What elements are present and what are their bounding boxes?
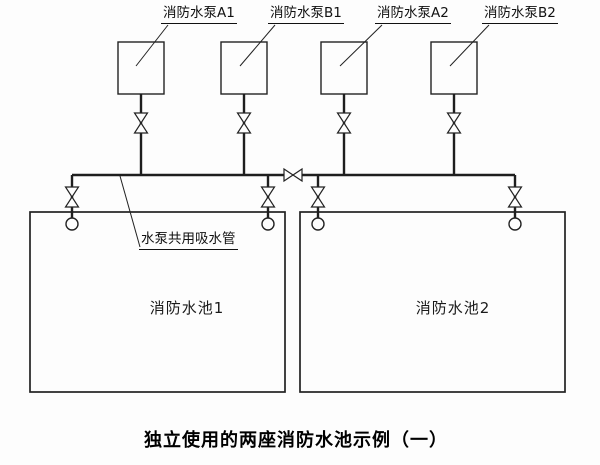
tank-1-outline <box>29 211 286 393</box>
gate-valve-bowtie-icon <box>507 186 523 199</box>
pump-boxes <box>117 41 478 95</box>
suction-valves <box>64 186 523 208</box>
tank-1-label: 消防水池1 <box>149 299 225 317</box>
suction-inlet-circle-icon <box>311 217 325 231</box>
suction-inlet-circle-icon <box>508 217 522 231</box>
gate-valve-bowtie-icon <box>310 186 326 199</box>
gate-valve-bowtie-icon <box>507 195 523 208</box>
gate-valve-bowtie-icon <box>260 195 276 208</box>
pipe-label-leader-line <box>119 175 141 248</box>
tanks <box>29 211 566 393</box>
pump-a2-label: 消防水泵A2 <box>375 5 451 25</box>
gate-valve-bowtie-icon <box>236 112 252 125</box>
gate-valve-bowtie-icon <box>336 121 352 134</box>
pump-b2-label: 消防水泵B2 <box>482 5 558 25</box>
pump-a1-label: 消防水泵A1 <box>161 5 237 25</box>
pump-b2-leader-line <box>449 24 490 67</box>
gate-valve-bowtie-icon <box>446 112 462 125</box>
diagram-caption: 独立使用的两座消防水池示例（一） <box>144 430 448 451</box>
gate-valve-bowtie-icon <box>310 195 326 208</box>
gate-valve-bowtie-icon <box>133 121 149 134</box>
suction-inlets <box>65 217 522 231</box>
tank-2-label: 消防水池2 <box>415 299 491 317</box>
header-valve <box>283 167 303 183</box>
gate-valve-bowtie-icon <box>236 121 252 134</box>
gate-valve-bowtie-icon <box>260 186 276 199</box>
pump-b2-box <box>430 41 478 95</box>
pump-a2-leader-line <box>339 24 383 67</box>
gate-valve-bowtie-icon <box>64 195 80 208</box>
gate-valve-bowtie-icon <box>64 186 80 199</box>
shared-suction-pipe-label: 水泵共用吸水管 <box>139 231 238 251</box>
gate-valve-bowtie-icon <box>336 112 352 125</box>
gate-valve-bowtie-icon <box>291 167 303 183</box>
pump-a2-box <box>320 41 368 95</box>
tank-2-outline <box>299 211 566 393</box>
pump-a1-box <box>117 41 165 95</box>
pump-valves <box>133 112 462 134</box>
gate-valve-bowtie-icon <box>283 167 295 183</box>
leader-lines <box>119 24 490 248</box>
gate-valve-bowtie-icon <box>133 112 149 125</box>
pump-b1-box <box>220 41 268 95</box>
pump-b1-label: 消防水泵B1 <box>268 5 344 25</box>
suction-inlet-circle-icon <box>65 217 79 231</box>
pump-b1-leader-line <box>239 24 276 67</box>
pump-a1-leader-line <box>135 24 169 67</box>
gate-valve-bowtie-icon <box>446 121 462 134</box>
suction-inlet-circle-icon <box>261 217 275 231</box>
